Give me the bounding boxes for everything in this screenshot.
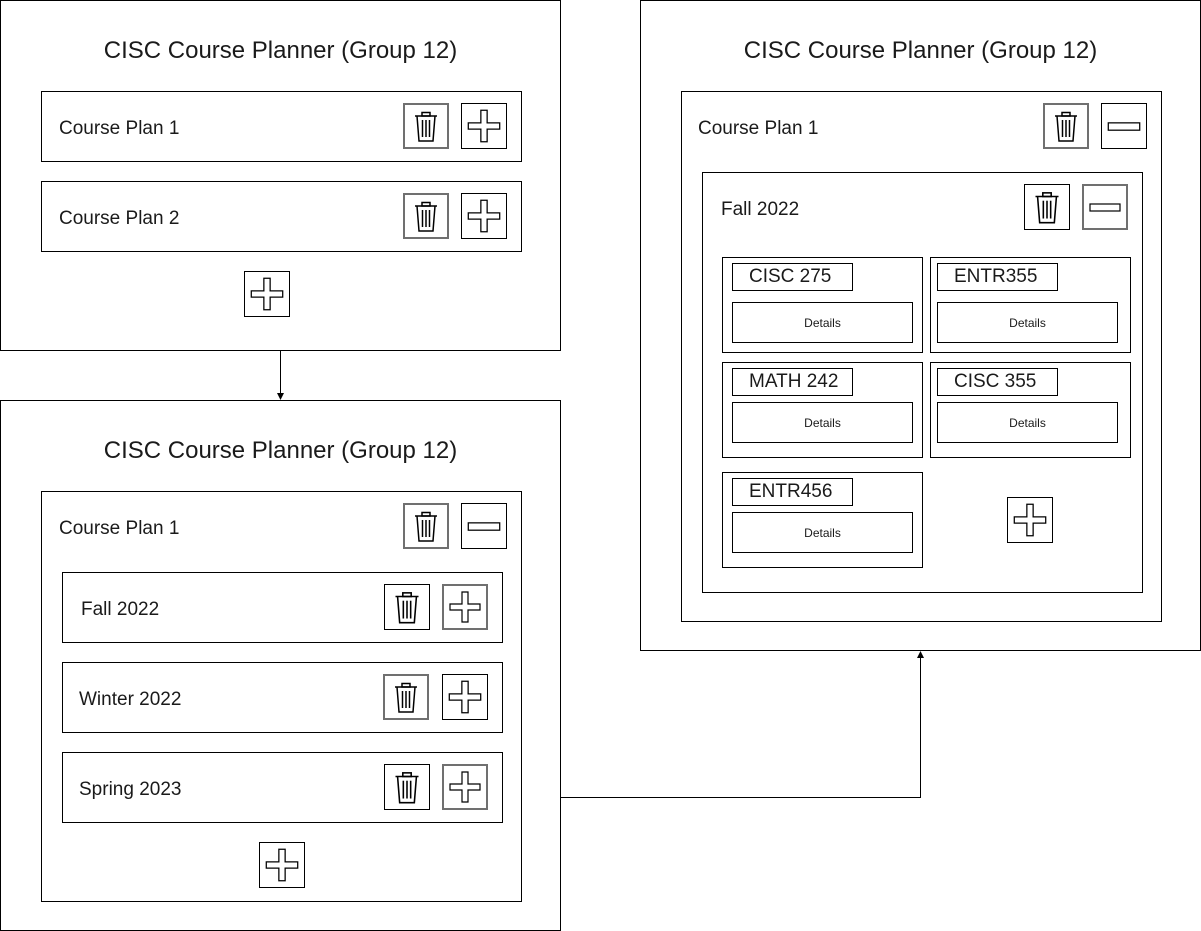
term-row[interactable]: Spring 2023 (62, 752, 503, 823)
app-title: CISC Course Planner (Group 12) (103, 37, 458, 64)
course-code: ENTR355 (937, 263, 1058, 291)
details-button[interactable]: Details (732, 302, 913, 343)
course-card[interactable]: CISC 355 Details (930, 362, 1131, 458)
term-label: Spring 2023 (79, 779, 182, 800)
course-plan-panel: Course Plan 1 Fall 2022 Winter 2022 Spri… (41, 491, 522, 902)
course-code: MATH 242 (732, 368, 853, 396)
minus-icon[interactable] (1082, 184, 1128, 230)
course-plan-label: Course Plan 1 (59, 118, 180, 139)
details-button[interactable]: Details (732, 402, 913, 443)
term-row[interactable]: Fall 2022 (62, 572, 503, 643)
add-plan-plus-icon[interactable] (244, 271, 290, 317)
minus-icon[interactable] (461, 503, 507, 549)
course-code: CISC 355 (937, 368, 1058, 396)
term-label: Winter 2022 (79, 689, 182, 710)
trash-icon[interactable] (383, 674, 429, 720)
term-panel: Fall 2022 CISC 275 Details ENTR355 Detai… (702, 172, 1143, 593)
trash-icon[interactable] (384, 584, 430, 630)
trash-icon[interactable] (403, 503, 449, 549)
term-row[interactable]: Winter 2022 (62, 662, 503, 733)
course-plan-row[interactable]: Course Plan 2 (41, 181, 522, 252)
trash-icon[interactable] (1043, 103, 1089, 149)
course-card[interactable]: ENTR355 Details (930, 257, 1131, 353)
course-code: CISC 275 (732, 263, 853, 291)
add-course-plus-icon[interactable] (1007, 497, 1053, 543)
app-title: CISC Course Planner (Group 12) (103, 437, 458, 464)
details-button[interactable]: Details (937, 302, 1118, 343)
details-button[interactable]: Details (732, 512, 913, 553)
screen-term-expanded: CISC Course Planner (Group 12) Course Pl… (640, 0, 1201, 651)
trash-icon[interactable] (1024, 184, 1070, 230)
plus-icon[interactable] (442, 764, 488, 810)
trash-icon[interactable] (403, 103, 449, 149)
details-button[interactable]: Details (937, 402, 1118, 443)
term-label: Fall 2022 (81, 599, 160, 620)
plus-icon[interactable] (442, 584, 488, 630)
course-card[interactable]: MATH 242 Details (722, 362, 923, 458)
course-code: ENTR456 (732, 478, 853, 506)
term-label: Fall 2022 (721, 199, 800, 220)
add-term-plus-icon[interactable] (259, 842, 305, 888)
app-title: CISC Course Planner (Group 12) (743, 37, 1098, 64)
plus-icon[interactable] (461, 193, 507, 239)
plus-icon[interactable] (461, 103, 507, 149)
trash-icon[interactable] (384, 764, 430, 810)
minus-icon[interactable] (1101, 103, 1147, 149)
course-plan-label: Course Plan 1 (698, 118, 819, 139)
screen-plan-expanded: CISC Course Planner (Group 12) Course Pl… (0, 400, 561, 931)
arrow-head-up (917, 651, 924, 658)
arrow-head-down (277, 393, 284, 400)
course-plan-label: Course Plan 2 (59, 208, 180, 229)
course-plan-label: Course Plan 1 (59, 518, 180, 539)
screen-plan-list: CISC Course Planner (Group 12) Course Pl… (0, 0, 561, 351)
course-plan-row[interactable]: Course Plan 1 (41, 91, 522, 162)
course-plan-panel: Course Plan 1 Fall 2022 CISC 275 Details… (681, 91, 1162, 622)
course-card[interactable]: ENTR456 Details (722, 472, 923, 568)
plus-icon[interactable] (442, 674, 488, 720)
trash-icon[interactable] (403, 193, 449, 239)
course-card[interactable]: CISC 275 Details (722, 257, 923, 353)
